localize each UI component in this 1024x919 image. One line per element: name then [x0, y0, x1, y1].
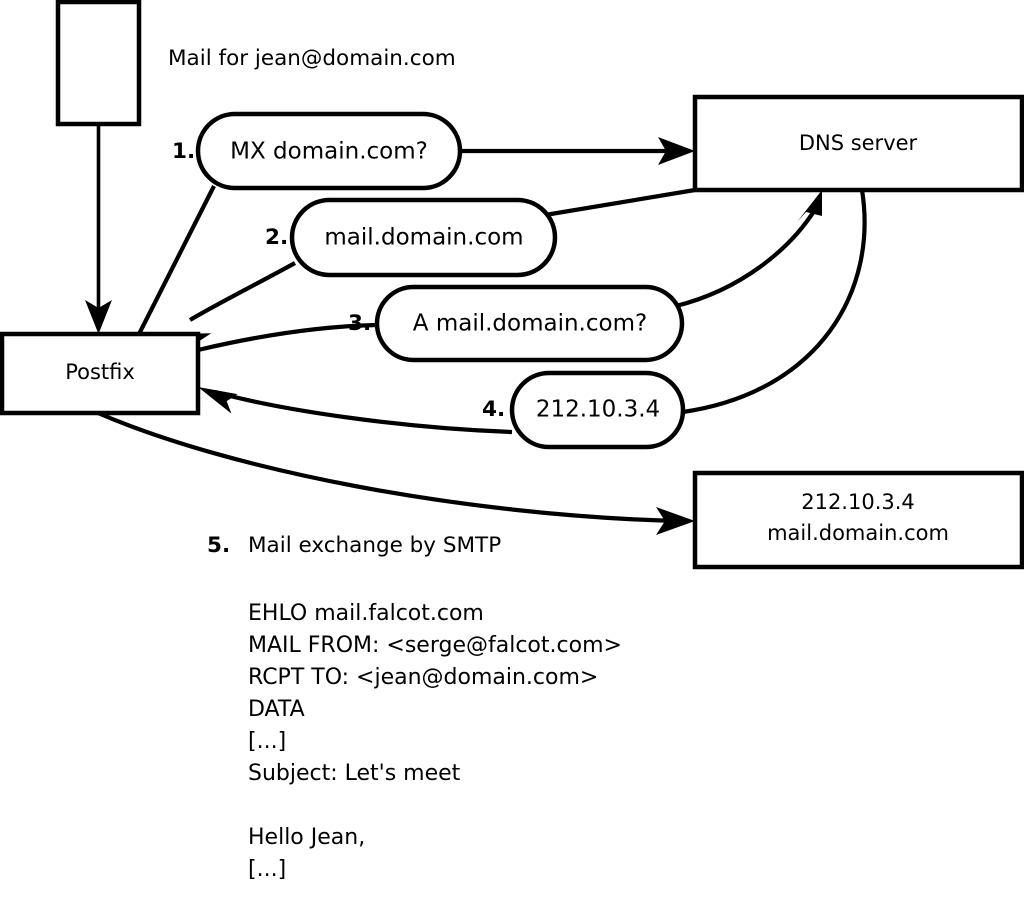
step-1-bubble	[195, 111, 463, 191]
smtp-transcript-line: [...]	[248, 857, 286, 882]
step-4-number: 4.	[482, 397, 505, 422]
step-4-group: 4. 212.10.3.4	[482, 370, 686, 450]
mua-node	[55, 0, 142, 127]
arrowhead-step1-dns	[658, 137, 695, 165]
postfix-node: Postfix	[0, 331, 201, 416]
step-4-bubble	[509, 370, 686, 450]
step-4-label: 212.10.3.4	[536, 397, 660, 423]
dns-server-box	[692, 94, 1024, 193]
edge-postfix-to-step3	[197, 322, 378, 353]
smtp-transcript-line: MAIL FROM: <serge@falcot.com>	[248, 633, 622, 658]
mailserver-host-label: mail.domain.com	[767, 521, 949, 545]
mailserver-box	[692, 470, 1024, 570]
mua-box	[55, 0, 142, 127]
arrowhead-mua-postfix	[85, 300, 112, 334]
step-1-label: MX domain.com?	[230, 139, 428, 165]
mailserver-ip-label: 212.10.3.4	[801, 490, 915, 514]
postfix-label: Postfix	[65, 360, 135, 384]
arrowhead-step4-postfix	[198, 387, 238, 414]
smtp-transcript-line: DATA	[248, 697, 305, 722]
edge-step1-to-dns	[460, 137, 695, 165]
edge-postfix-to-mailserver	[97, 411, 695, 535]
dns-server-label: DNS server	[799, 131, 918, 155]
postfix-box	[0, 331, 201, 416]
step-5-label: Mail exchange by SMTP	[248, 533, 501, 558]
arrowhead-postfix-mailserver	[656, 507, 695, 535]
step-5-group: 5. Mail exchange by SMTP	[207, 533, 501, 558]
edge-dns-to-step4	[682, 189, 867, 415]
smtp-transcript-line: EHLO mail.falcot.com	[248, 601, 484, 626]
edge-dns-to-step2	[544, 187, 696, 218]
edge-step4-to-postfix	[198, 387, 513, 435]
smtp-transcript-line: Hello Jean,	[248, 825, 365, 850]
step-1-group: 1. MX domain.com?	[172, 111, 463, 191]
smtp-transcript-line: [...]	[248, 729, 286, 754]
edge-step3-to-dns	[675, 190, 822, 309]
step-3-label: A mail.domain.com?	[413, 311, 647, 337]
dns-server-node: DNS server	[692, 94, 1024, 193]
step-2-bubble	[289, 197, 558, 278]
step-3-group: 3. A mail.domain.com?	[348, 284, 685, 363]
step-2-group: 2. mail.domain.com	[265, 197, 558, 278]
step-3-number: 3.	[348, 311, 371, 336]
edge-mua-to-postfix	[85, 124, 112, 334]
step-5-number: 5.	[207, 533, 230, 558]
smtp-transcript-line: RCPT TO: <jean@domain.com>	[248, 665, 598, 690]
step-3-bubble	[374, 284, 685, 363]
mailserver-node: 212.10.3.4 mail.domain.com	[692, 470, 1024, 570]
step-2-label: mail.domain.com	[324, 225, 523, 251]
step-1-number: 1.	[172, 139, 195, 164]
edge-postfix-to-step1	[137, 185, 216, 335]
step-2-number: 2.	[265, 225, 288, 250]
smtp-transcript-line: Subject: Let's meet	[248, 761, 461, 786]
arrowhead-step3-dns	[797, 190, 822, 222]
mail-for-caption: Mail for jean@domain.com	[168, 46, 456, 71]
